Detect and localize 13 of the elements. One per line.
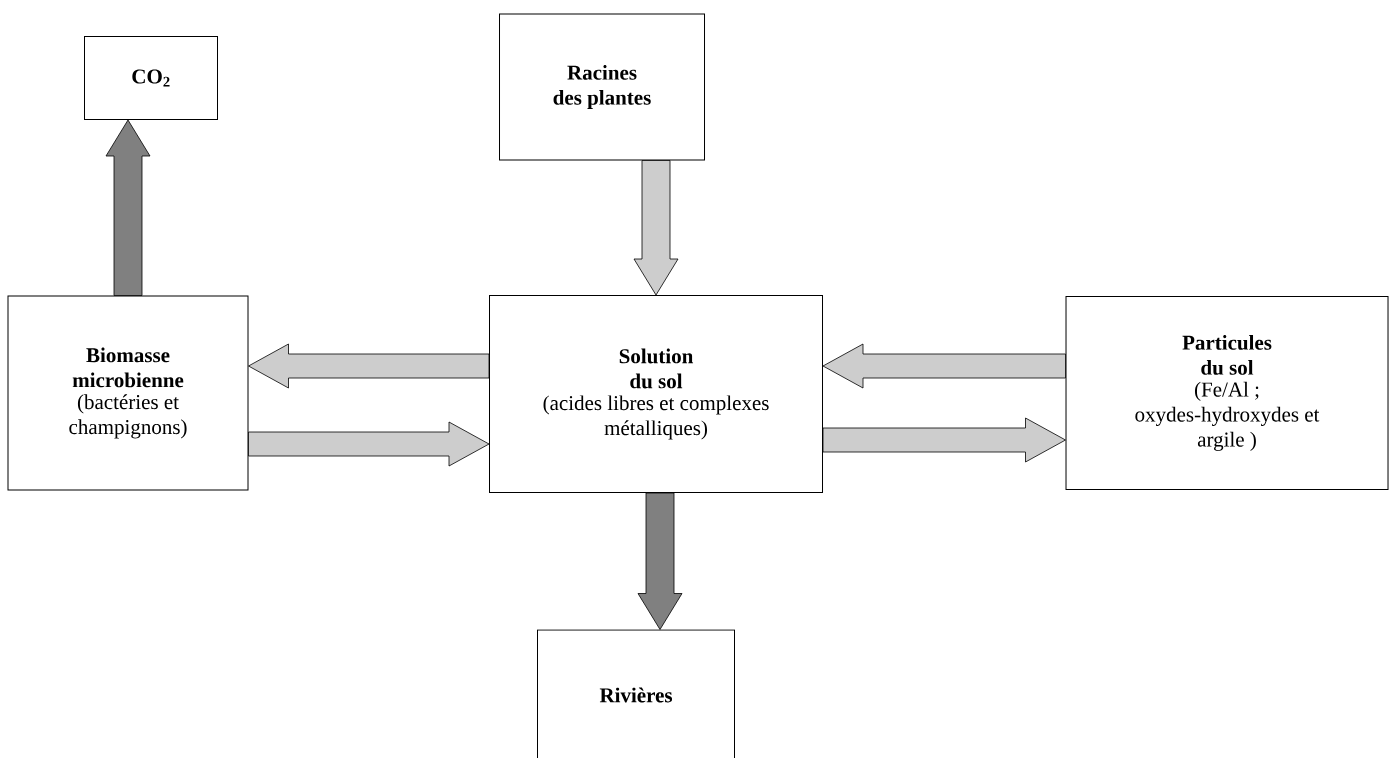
process-box: Biomasse microbienne (bactéries et champignons) — [7, 295, 249, 491]
process-box: Solution du sol (acides libres et complexes métalliques) — [489, 295, 823, 493]
process-box: CO$_{2}$ — [84, 36, 218, 120]
process-box: Rivières — [537, 629, 735, 758]
block-arrow — [248, 343, 490, 389]
process-box: Racines des plantes — [499, 13, 705, 161]
block-arrow — [637, 492, 683, 630]
process-box: Particules du sol (Fe/Al ; oxydes-hydroxydes et argile ) — [1065, 296, 1389, 490]
block-arrow — [633, 160, 679, 296]
block-arrow — [822, 417, 1066, 463]
block-arrow — [105, 119, 151, 296]
block-arrow — [822, 343, 1066, 389]
block-arrow — [248, 421, 490, 467]
